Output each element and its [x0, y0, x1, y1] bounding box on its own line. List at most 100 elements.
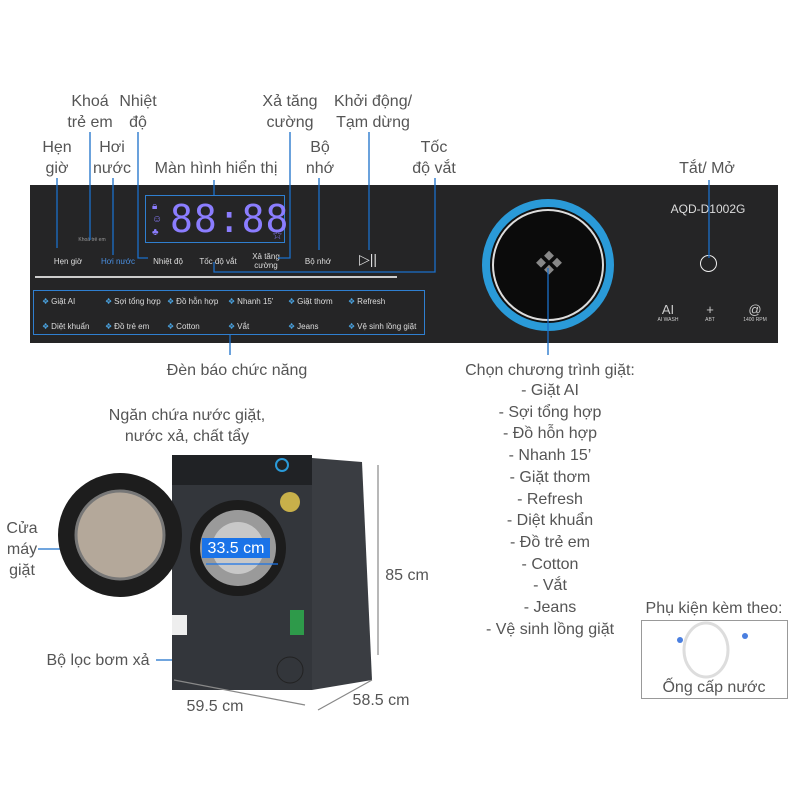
label-line: Hơi	[99, 139, 125, 156]
program-list-item: - Đồ trẻ em	[509, 533, 591, 551]
label-start-pause: Khởi động/Tạm dừng	[334, 91, 412, 133]
diamond-icon: ❖	[288, 297, 296, 306]
diamond-icon: ❖	[228, 297, 236, 306]
feature-badge: +ABT	[690, 302, 730, 323]
label-power: Tắt/ Mở	[679, 160, 735, 177]
program-indicator: ❖Vệ sinh lồng giặt	[348, 322, 416, 331]
program-name: Vệ sinh lồng giặt	[357, 322, 417, 331]
program-name: Giặt AI	[51, 297, 76, 306]
label-line: Ngăn chứa nước giặt,	[108, 407, 266, 424]
label-memory: Bộ nhớ	[306, 137, 334, 179]
program-name: Sợi tổng hợp	[114, 297, 161, 306]
badge-label: AI WASH	[657, 317, 679, 323]
panel-divider	[35, 276, 397, 278]
diamond-icon: ❖	[348, 297, 356, 306]
drum-diameter: 33.5 cm	[207, 540, 265, 557]
program-list-item: - Đồ hỗn hợp	[502, 425, 598, 443]
depth-dimension: 58.5 cm	[352, 692, 410, 709]
width-dimension: 59.5 cm	[186, 698, 244, 715]
label-line: Khởi động/	[333, 93, 413, 110]
diamond-icon: ❖	[105, 322, 113, 331]
program-list-item: - Refresh	[517, 490, 583, 508]
program-list-item: - Diệt khuẩn	[506, 512, 594, 530]
accessory-box	[641, 620, 788, 699]
program-name: Nhanh 15'	[237, 297, 274, 306]
program-name: Jeans	[297, 322, 319, 331]
label-detergent-drawer: Ngăn chứa nước giặt, nước xả, chất tẩy	[109, 405, 265, 447]
label-line: nhớ	[305, 160, 335, 177]
diamond-icon: ❖	[42, 297, 50, 306]
diamond-icon: ❖	[167, 322, 175, 331]
program-list-item: - Giặt thơm	[509, 468, 591, 486]
program-list-item: - Sợi tổng hợp	[498, 403, 602, 421]
feature-badge: @1400 RPM	[735, 302, 775, 323]
program-list-item: - Nhanh 15’	[508, 447, 592, 465]
program-name: Cotton	[176, 322, 200, 331]
program-indicator: ❖Jeans	[288, 322, 319, 331]
memory-button[interactable]: Bộ nhớ	[304, 257, 332, 266]
badge-label: ABT	[705, 317, 715, 323]
steam-button[interactable]: Hơi nước	[100, 257, 136, 266]
program-indicator: ❖Vắt	[228, 322, 249, 331]
program-indicator: ❖Nhanh 15'	[228, 297, 273, 306]
label-program-select: Chọn chương trình giặt:	[465, 362, 635, 379]
program-list-item: - Vắt	[533, 577, 567, 595]
program-indicator: ❖Diệt khuẩn	[42, 322, 89, 331]
program-indicator: ❖Giặt thơm	[288, 297, 333, 306]
height-dimension: 85 cm	[385, 567, 429, 584]
label-line: giờ	[45, 160, 69, 177]
label-line: Khoá	[71, 93, 109, 110]
label-line: trẻ em	[67, 114, 113, 131]
badge-icon: AI	[661, 302, 675, 317]
diamond-icon: ❖	[228, 322, 236, 331]
program-indicator: ❖Đồ hỗn hợp	[167, 297, 218, 306]
label-line: cường	[266, 114, 314, 131]
program-list-item: - Jeans	[523, 599, 577, 617]
program-name: Refresh	[357, 297, 386, 306]
spin-speed-button[interactable]: Tốc độ vắt	[199, 257, 237, 266]
program-name: Diệt khuẩn	[51, 322, 90, 331]
timer-button[interactable]: Hẹn giờ	[53, 257, 83, 266]
label-line: Tốc	[420, 139, 448, 156]
program-list: - Giặt AI - Sợi tổng hợp - Đồ hỗn hợp - Nha…	[486, 380, 614, 640]
program-list-item: - Vệ sinh lồng giặt	[485, 620, 615, 638]
star-icon: ☆	[272, 228, 283, 242]
diamond-icon: ❖	[288, 322, 296, 331]
model-number: AQD-D1002G	[670, 202, 746, 216]
label-line: nước xả, chất tẩy	[124, 428, 250, 445]
label-timer: Hẹn giờ	[42, 137, 71, 179]
program-list-item: - Giặt AI	[521, 382, 579, 399]
label-pump-filter: Bộ lọc bơm xả	[46, 652, 150, 669]
program-indicator: ❖Cotton	[167, 322, 200, 331]
diamond-icon: ❖	[348, 322, 356, 331]
label-child-lock: Khoá trẻ em	[67, 91, 112, 133]
program-name: Đồ trẻ em	[114, 322, 150, 331]
label-indicator-lights: Đèn báo chức năng	[166, 362, 308, 379]
extra-rinse-button[interactable]: Xả tăng cường	[252, 252, 280, 270]
label-hose: Ống cấp nước	[662, 679, 766, 696]
start-pause-button[interactable]: ▷||	[358, 251, 378, 267]
badge-label: 1400 RPM	[743, 317, 767, 323]
dimension-arrows	[173, 465, 379, 711]
label-line: Cửa	[6, 520, 38, 537]
diamond-icon: ❖	[105, 297, 113, 306]
program-indicator: ❖Giặt AI	[42, 297, 75, 306]
diamond-icon: ❖	[42, 322, 50, 331]
program-indicator-box	[33, 290, 425, 335]
program-name: Đồ hỗn hợp	[176, 297, 219, 306]
label-line: giặt	[9, 562, 35, 579]
temperature-button[interactable]: Nhiệt độ	[153, 257, 183, 266]
badge-icon: +	[706, 302, 714, 317]
label-line: Hẹn	[42, 139, 72, 156]
program-indicator: ❖Sợi tổng hợp	[105, 297, 161, 306]
label-line: Nhiệt	[119, 93, 157, 110]
program-name: Vắt	[237, 322, 250, 331]
program-list-item: - Cotton	[521, 555, 579, 573]
power-button[interactable]	[700, 255, 717, 272]
label-line: Bộ	[310, 139, 330, 156]
